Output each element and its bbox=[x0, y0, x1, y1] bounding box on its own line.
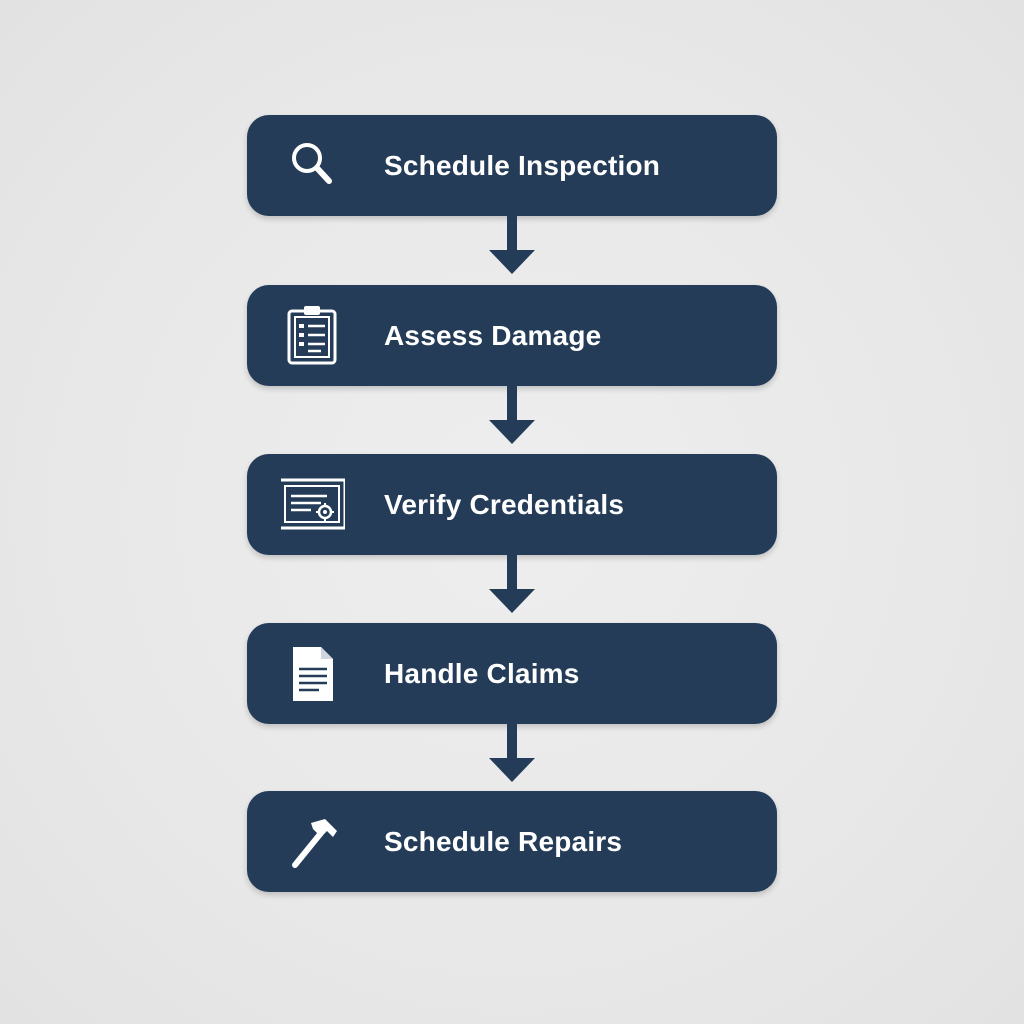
step-label: Assess Damage bbox=[384, 320, 602, 351]
step-label: Verify Credentials bbox=[384, 489, 625, 520]
clipboard-checklist-icon bbox=[281, 303, 345, 367]
down-arrow bbox=[487, 386, 537, 444]
magnifying-glass-icon bbox=[281, 133, 345, 197]
step-verify-credentials: Verify Credentials bbox=[247, 454, 777, 555]
step-assess-damage: Assess Damage bbox=[247, 285, 777, 386]
certificate-icon bbox=[281, 472, 345, 536]
step-handle-claims: Handle Claims bbox=[247, 623, 777, 724]
down-arrow bbox=[487, 724, 537, 782]
step-label: Schedule Inspection bbox=[384, 150, 661, 181]
document-icon bbox=[281, 641, 345, 705]
step-label: Schedule Repairs bbox=[384, 826, 623, 857]
step-schedule-inspection: Schedule Inspection bbox=[247, 115, 777, 216]
down-arrow bbox=[487, 555, 537, 613]
hammer-icon bbox=[281, 809, 345, 873]
step-schedule-repairs: Schedule Repairs bbox=[247, 791, 777, 892]
step-label: Handle Claims bbox=[384, 658, 580, 689]
down-arrow bbox=[487, 216, 537, 274]
